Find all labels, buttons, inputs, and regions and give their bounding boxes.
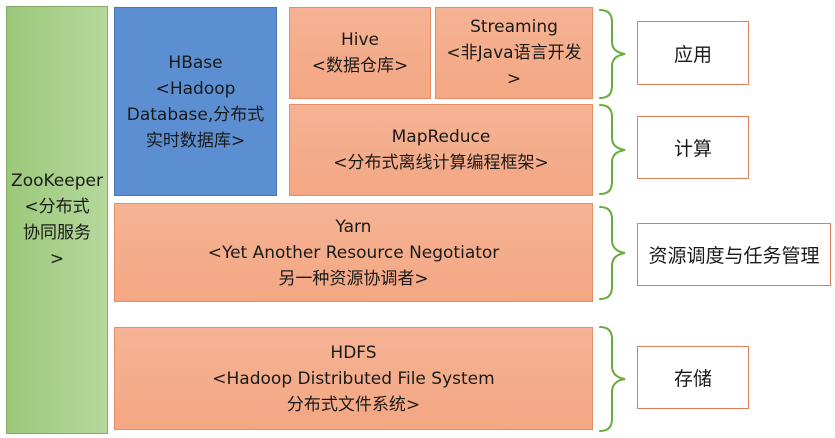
mapreduce-desc: <分布式离线计算编程框架>	[333, 153, 549, 173]
label-resource-management: 资源调度与任务管理	[637, 223, 831, 286]
hive-desc: <数据仓库>	[311, 56, 409, 76]
hbase-box: HBase <Hadoop Database,分布式 实时数据库>	[114, 7, 277, 196]
hbase-name: HBase	[168, 52, 223, 73]
label-storage: 存储	[637, 346, 749, 409]
brace-resource	[599, 206, 626, 300]
zookeeper-box: ZooKeeper <分布式 协同服务 >	[6, 6, 108, 434]
yarn-desc-2: 另一种资源协调者>	[278, 268, 429, 289]
yarn-name: Yarn	[335, 216, 372, 237]
streaming-desc-1: <非Java语言开发	[446, 43, 582, 63]
hive-name: Hive	[340, 30, 380, 50]
label-compute: 计算	[637, 116, 749, 179]
streaming-desc-2: >	[506, 69, 522, 89]
label-application: 应用	[637, 21, 749, 85]
hdfs-desc-1: <Hadoop Distributed File System	[212, 368, 495, 389]
mapreduce-box: MapReduce <分布式离线计算编程框架>	[289, 104, 593, 196]
brace-application	[599, 9, 626, 99]
mapreduce-name: MapReduce	[391, 127, 491, 147]
zookeeper-desc-2: 协同服务	[23, 223, 91, 243]
hdfs-box: HDFS <Hadoop Distributed File System 分布式…	[114, 327, 593, 430]
zookeeper-desc-1: <分布式	[24, 197, 90, 217]
yarn-box: Yarn <Yet Another Resource Negotiator 另一…	[114, 203, 593, 302]
zookeeper-desc-3: >	[49, 249, 65, 269]
yarn-desc-1: <Yet Another Resource Negotiator	[207, 242, 500, 263]
hbase-desc-3: 实时数据库>	[145, 130, 246, 151]
hdfs-desc-2: 分布式文件系统>	[286, 394, 421, 415]
brace-storage	[599, 326, 626, 432]
hbase-desc-1: <Hadoop	[155, 78, 236, 99]
brace-compute	[599, 104, 626, 195]
hbase-desc-2: Database,分布式	[126, 104, 265, 125]
hive-box: Hive <数据仓库>	[289, 7, 431, 99]
zookeeper-name: ZooKeeper	[11, 171, 103, 191]
hdfs-name: HDFS	[330, 342, 377, 363]
streaming-name: Streaming	[470, 17, 558, 37]
streaming-box: Streaming <非Java语言开发 >	[435, 7, 593, 99]
